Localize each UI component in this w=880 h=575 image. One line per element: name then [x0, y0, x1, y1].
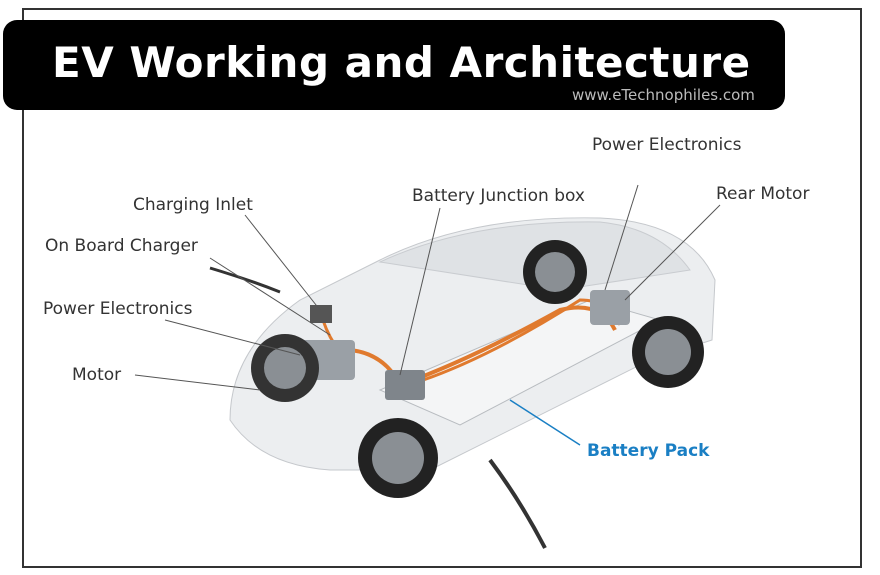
charging-inlet [310, 305, 332, 323]
diagram-frame [22, 8, 862, 568]
cable [329, 305, 617, 388]
wheel-rear-left [523, 240, 587, 304]
label-power-electronics-front: Power Electronics [43, 299, 193, 319]
label-motor: Motor [72, 365, 122, 385]
watermark-url: www.eTechnophiles.com [572, 86, 755, 104]
label-charging-inlet: Charging Inlet [133, 195, 253, 215]
label-rear-motor: Rear Motor [716, 184, 810, 204]
charger-cable-bottom [488, 458, 547, 549]
label-battery-pack: Battery Pack [587, 441, 710, 461]
wheel-front-left [251, 334, 319, 402]
rear-motor [590, 290, 630, 325]
wheel-rear-right [632, 316, 704, 388]
charger-cable-top [209, 266, 281, 294]
title-banner [3, 20, 785, 110]
label-power-electronics-rear: Power Electronics [592, 135, 742, 155]
page-title: EV Working and Architecture [52, 38, 751, 87]
label-battery-junction-box: Battery Junction box [412, 186, 585, 206]
label-on-board-charger: On Board Charger [45, 236, 198, 256]
leader-lines [134, 184, 721, 446]
junction-box [385, 370, 425, 400]
wheel-front-right [358, 418, 438, 498]
